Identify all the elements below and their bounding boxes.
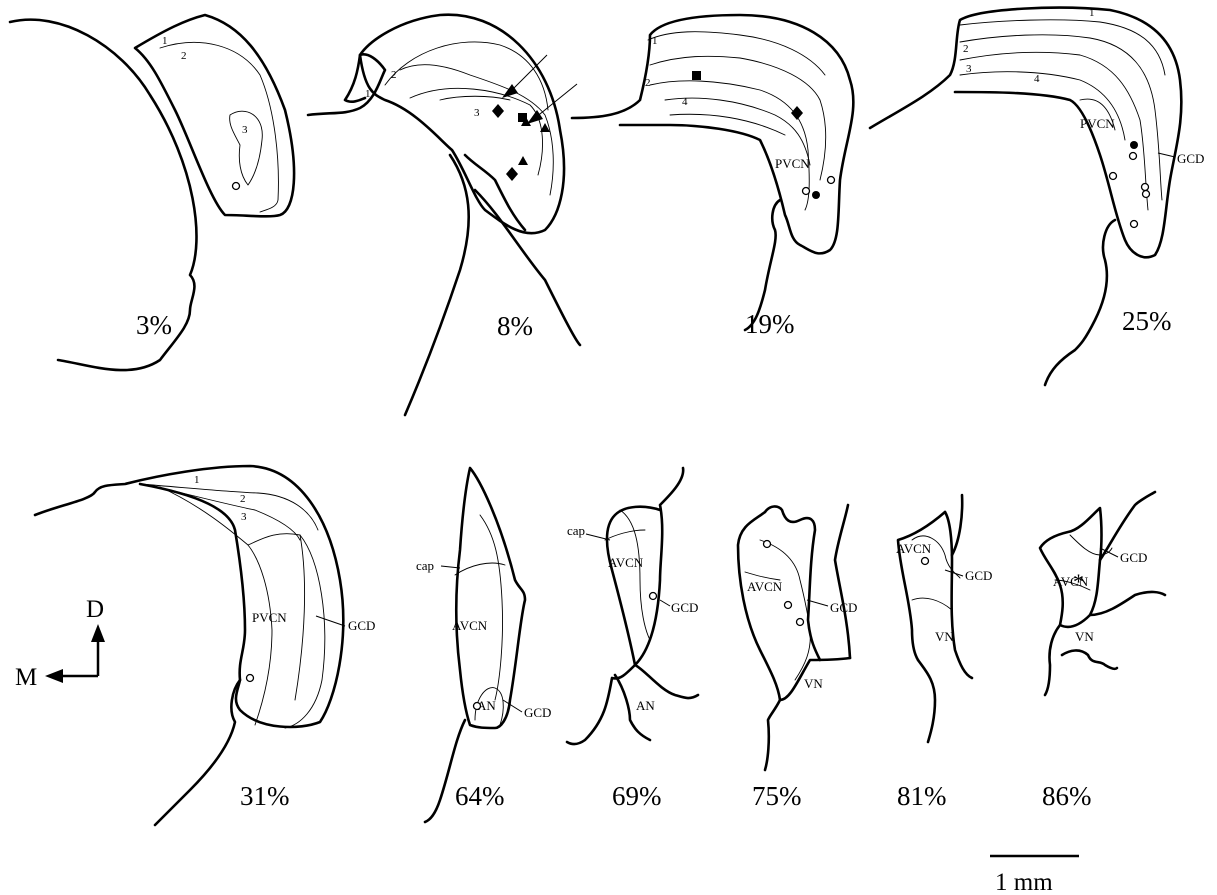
- filled-diamond-marker: [492, 104, 504, 118]
- region-label-vn: VN: [1075, 629, 1094, 644]
- region-label-avcn: AVCN: [608, 555, 644, 570]
- leader-line: [1158, 153, 1175, 157]
- section-25-percent: 1 2 3 4 PVCN GCD 25%: [870, 7, 1204, 385]
- open-circle-marker: [1130, 153, 1137, 160]
- region-label-3: 3: [966, 63, 972, 75]
- section-percent-label: 8%: [497, 311, 533, 341]
- region-label-gcd: GCD: [348, 618, 375, 633]
- region-label-pvcn: PVCN: [1080, 116, 1115, 131]
- dorsal-arrowhead: [91, 624, 105, 642]
- open-circle-marker: [828, 177, 835, 184]
- open-circle-marker: [922, 558, 929, 565]
- region-label-vn: VN: [935, 629, 954, 644]
- dorsal-label: D: [86, 596, 104, 623]
- region-label-avcn: AVCN: [452, 618, 488, 633]
- section-81-percent: AVCN GCD VN 81%: [896, 495, 992, 811]
- region-label-1: 1: [652, 35, 658, 47]
- region-label-avcn: AVCN: [747, 579, 783, 594]
- region-label-cap: cap: [567, 523, 585, 538]
- region-label-2: 2: [645, 77, 651, 89]
- open-circle-marker: [474, 703, 481, 710]
- filled-circle-marker: [1130, 141, 1138, 149]
- region-label-3: 3: [242, 124, 248, 136]
- asterisk-marker: *: [1073, 569, 1084, 594]
- filled-square-marker: [692, 71, 701, 80]
- section-3-percent: 1 2 3 3%: [10, 15, 294, 370]
- open-circle-marker: [764, 541, 771, 548]
- section-percent-label: 25%: [1122, 306, 1172, 336]
- section-86-percent: GCD AVCN VN * 86%: [1040, 492, 1165, 811]
- section-percent-label: 64%: [455, 781, 505, 811]
- filled-diamond-marker: [506, 167, 518, 181]
- region-label-2: 2: [963, 43, 969, 55]
- region-label-pvcn: PVCN: [775, 156, 810, 171]
- medial-label: M: [15, 664, 37, 691]
- region-label-an: AN: [636, 698, 655, 713]
- open-circle-marker: [247, 675, 254, 682]
- region-label-gcd: GCD: [830, 600, 857, 615]
- region-label-1: 1: [1089, 7, 1095, 19]
- medial-arrowhead: [45, 669, 63, 683]
- section-percent-label: 31%: [240, 781, 290, 811]
- open-circle-marker: [785, 602, 792, 609]
- open-circle-marker: [803, 188, 810, 195]
- region-label-2: 2: [240, 493, 246, 505]
- section-percent-label: 86%: [1042, 781, 1092, 811]
- region-label-4: 4: [682, 96, 688, 108]
- section-percent-label: 3%: [136, 310, 172, 340]
- section-19-percent: 1 2 4 PVCN 19%: [572, 15, 853, 339]
- section-percent-label: 69%: [612, 781, 662, 811]
- region-label-4: 4: [1034, 73, 1040, 85]
- open-circle-marker: [650, 593, 657, 600]
- region-label-2: 2: [181, 50, 187, 62]
- open-circle-marker: [797, 619, 804, 626]
- region-label-avcn: AVCN: [896, 541, 932, 556]
- region-label-gcd: GCD: [671, 600, 698, 615]
- open-circle-marker: [1131, 221, 1138, 228]
- region-label-gcd: GCD: [524, 705, 551, 720]
- section-8-percent: 1 2 3 8%: [308, 15, 580, 415]
- region-label-1: 1: [162, 35, 168, 47]
- open-circle-marker: [1142, 184, 1149, 191]
- region-label-1: 1: [194, 474, 200, 486]
- filled-circle-marker: [812, 191, 820, 199]
- section-31-percent: 1 2 3 PVCN GCD 31%: [35, 466, 375, 825]
- region-label-3: 3: [474, 107, 480, 119]
- open-circle-marker: [233, 183, 240, 190]
- region-label-3: 3: [241, 511, 247, 523]
- region-label-gcd: GCD: [1120, 550, 1147, 565]
- leader-line: [660, 600, 670, 606]
- region-label-cap: cap: [416, 558, 434, 573]
- region-label-gcd: GCD: [1177, 151, 1204, 166]
- scale-bar: 1 mm: [990, 856, 1079, 895]
- section-75-percent: AVCN GCD VN 75%: [738, 505, 857, 811]
- filled-diamond-marker: [791, 106, 803, 120]
- region-label-gcd: GCD: [965, 568, 992, 583]
- region-label-vn: VN: [804, 676, 823, 691]
- open-circle-marker: [1110, 173, 1117, 180]
- scale-bar-label: 1 mm: [995, 869, 1053, 895]
- region-label-2: 2: [391, 69, 397, 81]
- leader-line: [945, 570, 963, 576]
- open-circle-marker: [1143, 191, 1150, 198]
- orientation-indicator: D M: [15, 596, 105, 691]
- leader-line: [316, 616, 345, 626]
- region-label-pvcn: PVCN: [252, 610, 287, 625]
- section-69-percent: cap AVCN GCD AN 69%: [567, 468, 698, 811]
- section-percent-label: 19%: [745, 309, 795, 339]
- region-label-1: 1: [365, 88, 371, 100]
- section-64-percent: cap AVCN GCD AN 64%: [416, 468, 551, 822]
- section-percent-label: 75%: [752, 781, 802, 811]
- leader-line: [503, 700, 522, 712]
- section-percent-label: 81%: [897, 781, 947, 811]
- filled-triangle-marker: [518, 156, 528, 165]
